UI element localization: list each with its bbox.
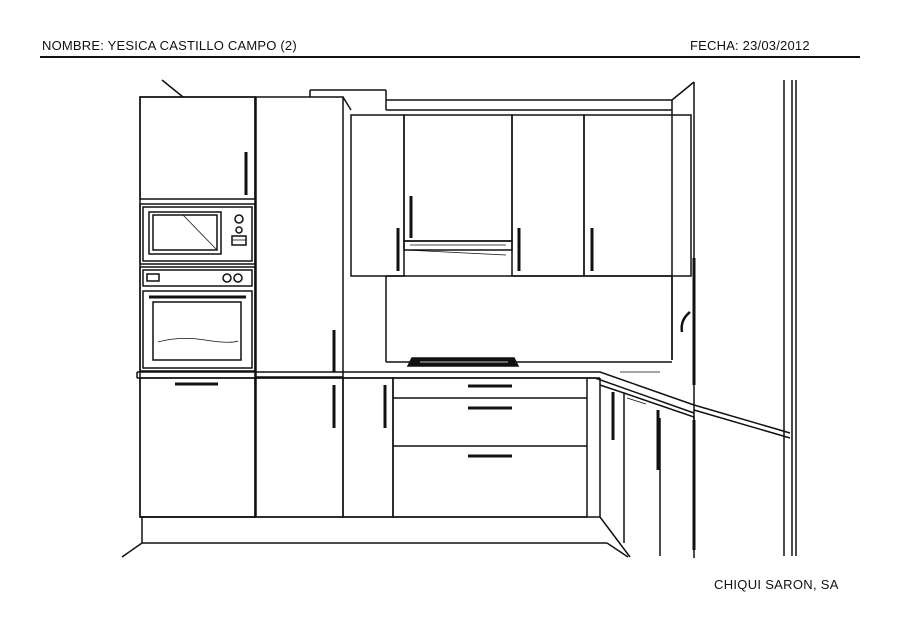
- side-cabinets: [599, 384, 695, 558]
- plinth: [140, 516, 607, 544]
- microwave: [139, 203, 256, 265]
- extractor-hood: [403, 240, 513, 256]
- backsplash: [385, 275, 673, 363]
- door-frame-edge: [680, 258, 696, 550]
- date-label: FECHA: 23/03/2012: [690, 38, 810, 53]
- company-name: CHIQUI SARON, SA: [714, 577, 839, 592]
- tall-appliance-column: [139, 96, 256, 518]
- upper-cabinets: [350, 114, 692, 277]
- room-outline: [121, 79, 791, 558]
- cooktop: [406, 357, 520, 367]
- oven: [139, 266, 256, 372]
- client-name-label: NOMBRE: YESICA CASTILLO CAMPO (2): [42, 38, 297, 53]
- header-rule: [40, 56, 860, 58]
- right-wall: [783, 80, 797, 556]
- base-cabinets: [342, 377, 601, 518]
- tall-pantry-cabinet: [255, 96, 352, 518]
